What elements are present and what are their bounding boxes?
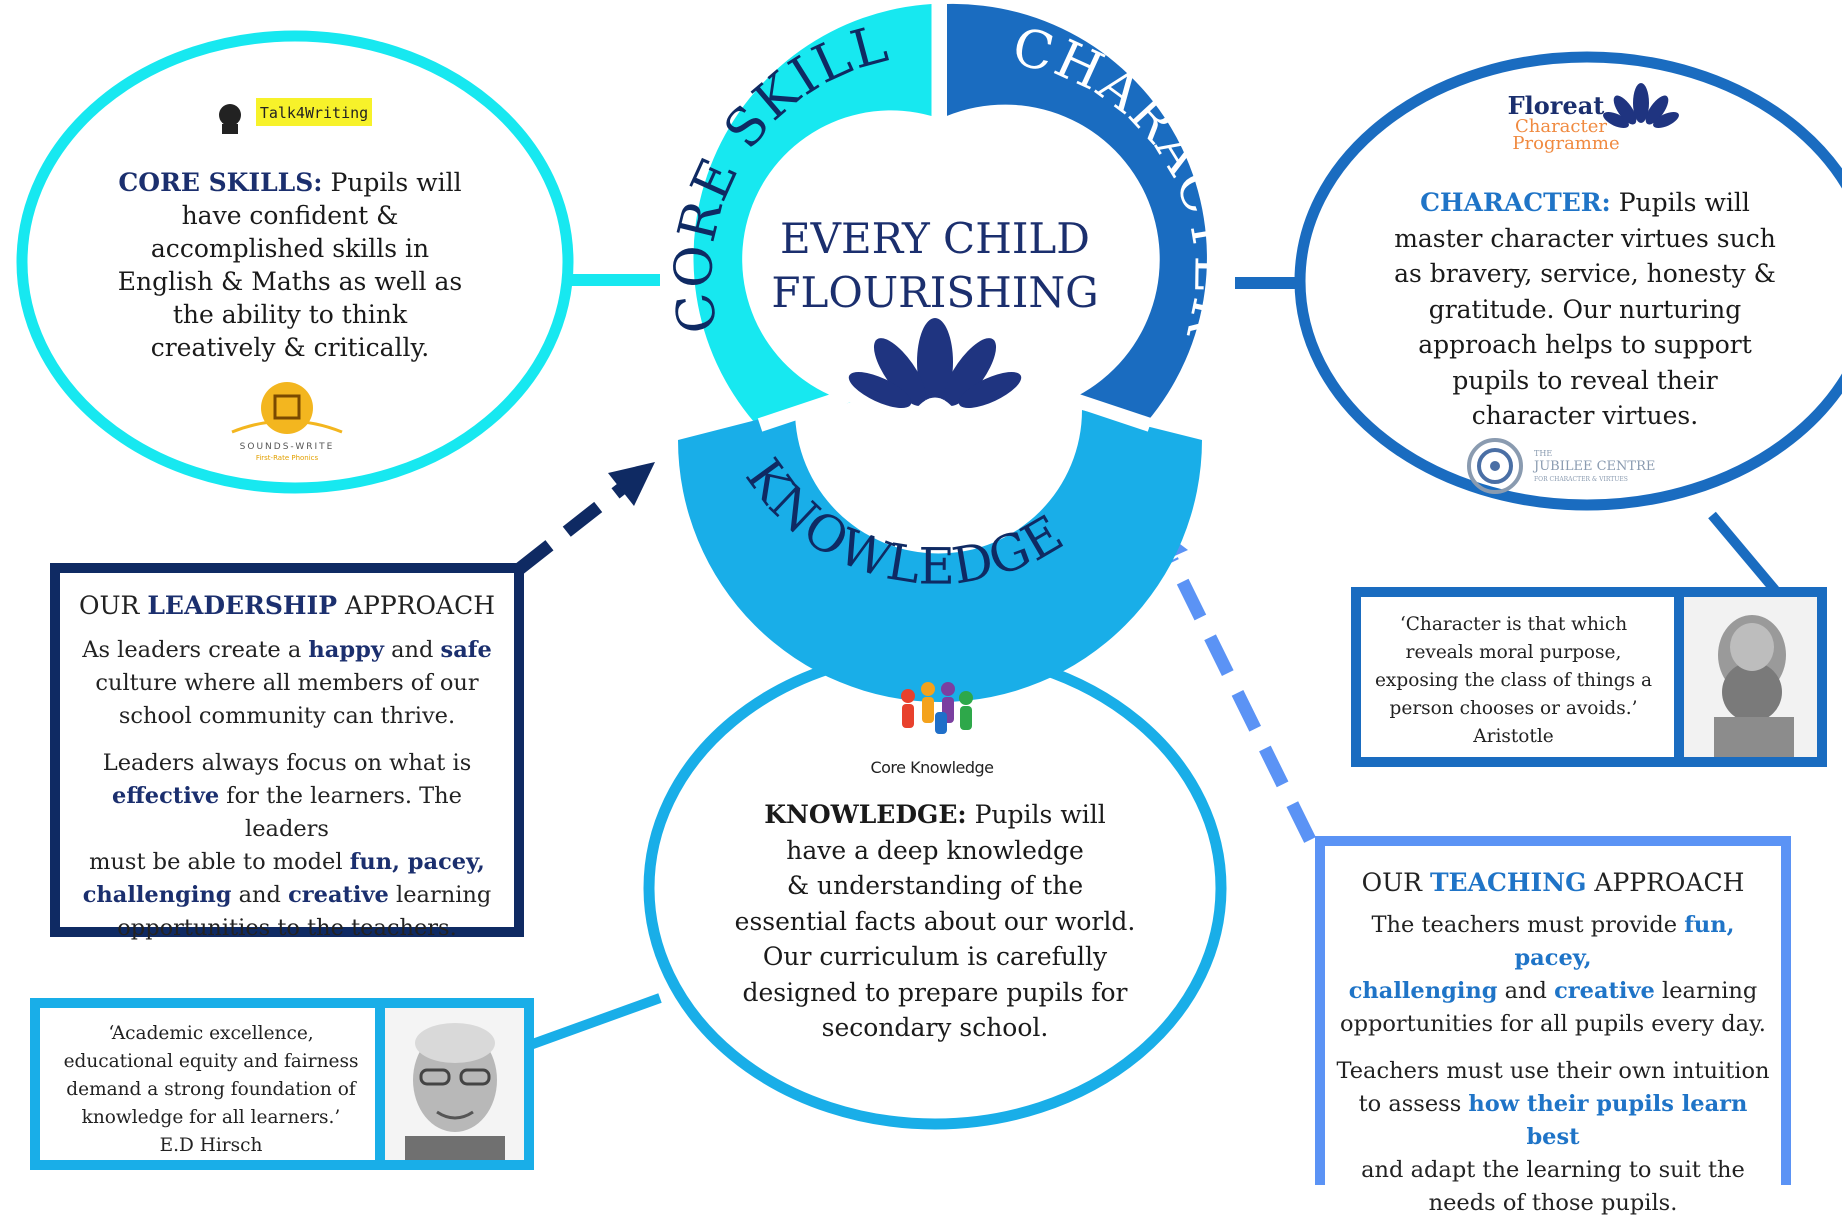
teaching-arrow-line xyxy=(1166,557,1316,843)
leadership-arrow-line xyxy=(513,476,635,576)
jubilee-centre-logo xyxy=(1467,438,1523,494)
jubilee-logo-text2: JUBILEE CENTRE xyxy=(1532,459,1655,474)
character-description: CHARACTER: Pupils will master character … xyxy=(1385,185,1785,434)
hirsch-attribution: E.D Hirsch xyxy=(159,1135,263,1156)
leadership-paragraph-1: As leaders create a happy and safe cultu… xyxy=(82,637,492,729)
central-ring xyxy=(678,3,1207,702)
core-knowledge-logo-text: Core Knowledge xyxy=(870,758,993,777)
aristotle-divider xyxy=(1674,587,1684,767)
diagram-canvas: CORE SKILLS CHARACTER KNOWLEDGE EVERY CH… xyxy=(0,0,1842,1130)
hirsch-quote-box: ‘Academic excellence, educational equity… xyxy=(30,998,534,1170)
flower-hands-icon xyxy=(848,318,1022,420)
floreat-logo-word2: Character xyxy=(1515,116,1607,137)
jubilee-logo-text1: THE xyxy=(1534,449,1552,458)
aristotle-bust-icon xyxy=(1714,615,1794,757)
knowledge-line: & understanding of the xyxy=(786,871,1084,900)
center-title-line2: FLOURISHING xyxy=(771,268,1098,317)
character-line: master character virtues such xyxy=(1394,223,1776,253)
hirsch-face-icon xyxy=(405,1023,505,1160)
knowledge-heading: KNOWLEDGE: xyxy=(764,800,967,829)
hirsch-portrait xyxy=(385,1008,524,1160)
sounds-write-logo xyxy=(231,382,343,434)
character-line: as bravery, service, honesty & xyxy=(1394,259,1776,288)
ring-segment-core-skills xyxy=(693,4,932,423)
floreat-logo-word1: Floreat xyxy=(1508,91,1605,120)
teaching-box: OUR TEACHING APPROACH The teachers must … xyxy=(1315,836,1791,1216)
character-line: approach helps to support xyxy=(1418,330,1752,359)
ring-segment-knowledge xyxy=(678,410,1202,702)
talk4writing-logo xyxy=(219,98,372,134)
hirsch-connector xyxy=(528,993,662,1050)
core-skills-line: have confident & xyxy=(181,201,399,230)
aristotle-portrait xyxy=(1684,597,1817,757)
teaching-paragraph-1: The teachers must provide fun, pacey, ch… xyxy=(1340,912,1766,1037)
character-line: pupils to reveal their xyxy=(1452,365,1718,395)
aristotle-quote-text: ‘Character is that which reveals moral p… xyxy=(1361,611,1666,751)
character-line: character virtues. xyxy=(1471,401,1699,430)
core-skills-line: accomplished skills in xyxy=(150,234,430,263)
knowledge-line: secondary school. xyxy=(821,1013,1049,1042)
jubilee-logo-text3: FOR CHARACTER & VIRTUES xyxy=(1534,476,1628,483)
core-skills-description: CORE SKILLS: Pupils will have confident … xyxy=(100,166,480,364)
knowledge-line: have a deep knowledge xyxy=(786,835,1084,865)
character-line: gratitude. Our nurturing xyxy=(1428,294,1742,324)
hirsch-divider xyxy=(375,998,385,1170)
ring-segment-character xyxy=(946,3,1207,423)
leadership-box: OUR LEADERSHIP APPROACH As leaders creat… xyxy=(50,563,524,941)
core-skills-line: English & Maths as well as xyxy=(117,267,463,296)
core-skills-heading: CORE SKILLS: xyxy=(118,168,323,197)
knowledge-line: Our curriculum is carefully xyxy=(762,942,1108,971)
sounds-write-logo-subtext: First-Rate Phonics xyxy=(256,454,319,462)
core-knowledge-logo xyxy=(901,682,973,734)
teaching-title: OUR TEACHING APPROACH xyxy=(1361,868,1745,897)
center-title-line1: EVERY CHILD xyxy=(780,214,1090,263)
teaching-paragraph-2: Teachers must use their own intuition to… xyxy=(1336,1058,1770,1216)
floreat-flower-icon xyxy=(1603,83,1679,129)
character-heading: CHARACTER: xyxy=(1420,188,1611,217)
character-panel-ring xyxy=(1294,51,1842,511)
character-line: Pupils will xyxy=(1618,188,1750,217)
knowledge-line: designed to prepare pupils for xyxy=(742,977,1128,1007)
knowledge-description: KNOWLEDGE: Pupils will have a deep knowl… xyxy=(725,797,1145,1046)
talk4writing-logo-text: Talk4Writing xyxy=(260,104,368,122)
leadership-arrow-head xyxy=(608,462,655,506)
knowledge-line: Pupils will xyxy=(974,800,1106,829)
aristotle-attribution: Aristotle xyxy=(1473,726,1554,747)
core-skills-line: the ability to think xyxy=(172,300,408,329)
core-skills-line: Pupils will xyxy=(330,168,462,197)
core-skills-line: creatively & critically. xyxy=(150,333,430,362)
sounds-write-logo-text: SOUNDS-WRITE xyxy=(240,442,335,452)
aristotle-connector xyxy=(1708,511,1779,594)
hirsch-quote-text: ‘Academic excellence, educational equity… xyxy=(46,1020,376,1160)
aristotle-quote-box: ‘Character is that which reveals moral p… xyxy=(1351,587,1827,767)
knowledge-line: essential facts about our world. xyxy=(734,906,1136,936)
floreat-logo-word3: Programme xyxy=(1512,133,1619,154)
core-skills-panel-ring xyxy=(16,30,574,494)
leadership-paragraph-2: Leaders always focus on what is effectiv… xyxy=(82,750,492,941)
leadership-title: OUR LEADERSHIP APPROACH xyxy=(78,591,495,620)
